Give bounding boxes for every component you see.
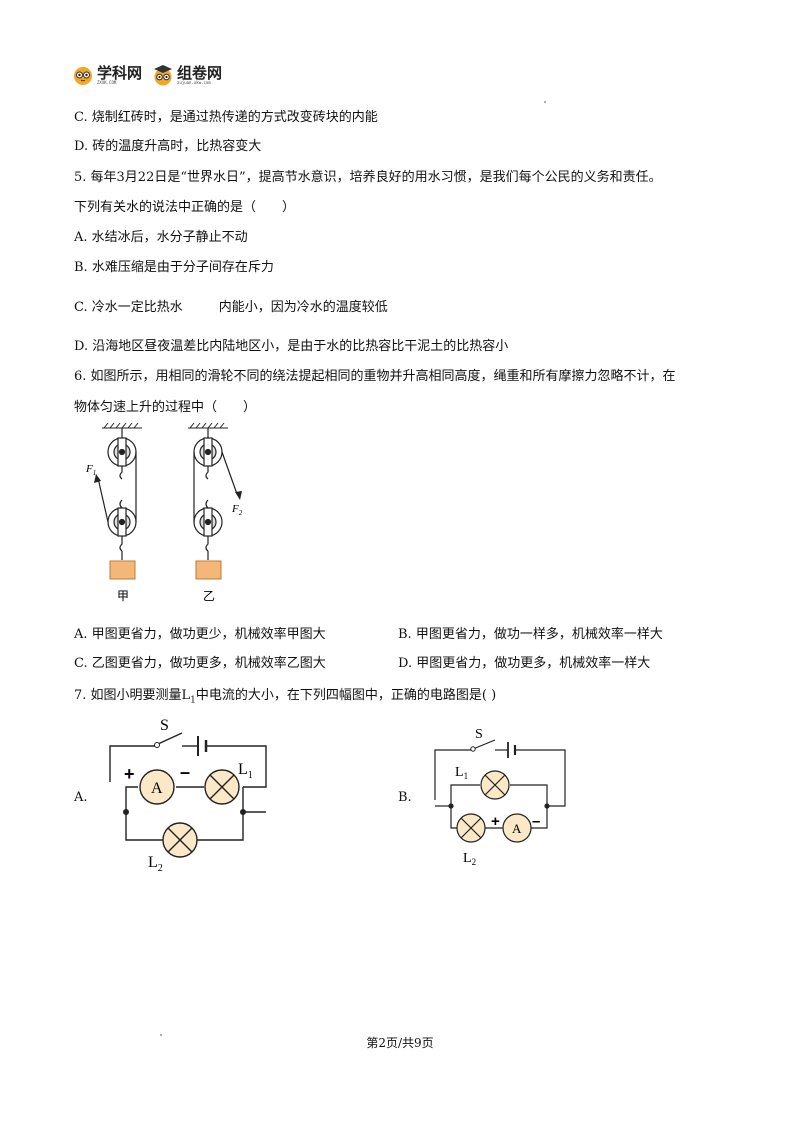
q4-option-c: C. 烧制红砖时，是通过热传递的方式改变砖块的内能 <box>74 110 378 125</box>
l1-label: L1 <box>238 761 253 781</box>
ceiling-yi <box>188 422 228 429</box>
q6-stem-line2: 物体匀速上升的过程中（ ） <box>74 400 257 415</box>
logo-xuekewang: 学科网 ZXXK.COM <box>72 64 142 86</box>
junction-dot <box>448 803 454 809</box>
q6-option-c: C. 乙图更省力，做功更多，机械效率乙图大 <box>74 656 326 671</box>
bulb-l1 <box>204 769 240 805</box>
bulb-l2 <box>456 813 486 843</box>
logo-zujuanwang: 组卷网 zujuan.xkw.com <box>152 64 222 86</box>
f1-label: F1 <box>85 463 96 477</box>
q5-option-c-pre: C. 冷水一定比热水 <box>74 300 183 315</box>
q5-option-c-post: 内能小，因为冷水的温度较低 <box>218 300 388 315</box>
minus-sign: – <box>532 813 540 830</box>
q5-option-d: D. 沿海地区昼夜温差比内陆地区小，是由于水的比热容比干泥土的比热容小 <box>74 339 509 354</box>
weight-block-jia <box>109 560 136 580</box>
q5-option-c: C. 冷水一定比热水 内能小，因为冷水的温度较低 <box>74 300 388 316</box>
q5-stem-line1: 5. 每年3月22日是“世界水日”，提高节水意识，培养良好的用水习惯，是我们每个… <box>74 170 662 185</box>
q7-stem: 7. 如图小明要测量L1中电流的大小，在下列四幅图中，正确的电路图是( ) <box>74 688 496 709</box>
junction-dot <box>123 809 129 815</box>
q7-stem-post: 中电流的大小，在下列四幅图中，正确的电路图是( ) <box>195 688 497 703</box>
q7-stem-sub: 1 <box>190 695 196 706</box>
bulb-l2 <box>162 822 198 858</box>
speck <box>544 101 546 103</box>
circuit-b: A S + – L1 L2 <box>434 727 566 867</box>
ammeter: A <box>139 769 175 805</box>
l2-label: L2 <box>463 851 476 867</box>
f2-arrowhead <box>235 491 242 500</box>
junction-dot <box>544 803 550 809</box>
q6-option-b: B. 甲图更省力，做功一样多，机械效率一样大 <box>398 627 663 642</box>
switch-label: S <box>160 717 169 734</box>
q7-option-a-label: A. <box>74 790 88 805</box>
ammeter: A <box>502 813 532 843</box>
pulley-system-yi <box>193 428 238 560</box>
logo2-text: 组卷网 <box>177 63 223 82</box>
q5-option-b: B. 水难压缩是由于分子间存在斥力 <box>74 260 274 275</box>
svg-text:A: A <box>512 821 522 836</box>
plus-sign: + <box>491 813 500 830</box>
label-jia: 甲 <box>117 589 129 603</box>
header-logos: 学科网 ZXXK.COM 组卷网 zujuan.xkw.com <box>72 62 222 88</box>
q4-option-d: D. 砖的温度升高时，比热容变大 <box>74 139 262 154</box>
svg-text:A: A <box>151 780 163 797</box>
q7-stem-pre: 7. 如图小明要测量L <box>74 688 191 703</box>
pulley-figure: F1 甲 F2 乙 <box>85 422 243 603</box>
page-number: 第2页/共9页 <box>366 1036 434 1050</box>
owl-graduate-icon <box>154 65 173 86</box>
switch-label: S <box>475 727 483 742</box>
q6-option-a: A. 甲图更省力，做功更少，机械效率甲图大 <box>74 627 326 642</box>
l2-label: L2 <box>148 854 163 872</box>
owl-icon <box>74 67 92 85</box>
logo2-sub: zujuan.xkw.com <box>177 79 211 85</box>
q5-stem-line2: 下列有关水的说法中正确的是（ ） <box>74 200 296 215</box>
f1-arrowhead <box>94 474 101 483</box>
circuit-a: A S + – L1 L2 <box>109 717 267 872</box>
label-yi: 乙 <box>203 589 215 603</box>
weight-block-yi <box>195 560 222 580</box>
junction-dot <box>240 809 246 815</box>
logo1-sub: ZXXK.COM <box>97 79 117 85</box>
minus-sign: – <box>180 762 190 782</box>
q6-stem-line1: 6. 如图所示，用相同的滑轮不同的绕法提起相同的重物并升高相同高度，绳重和所有摩… <box>74 369 676 384</box>
q7-option-b-label: B. <box>398 790 412 805</box>
bulb-l1 <box>480 770 510 800</box>
q6-option-d: D. 甲图更省力，做功更多，机械效率一样大 <box>398 656 651 671</box>
pulley-system-jia <box>97 428 137 560</box>
speck <box>160 1034 162 1036</box>
l1-label: L1 <box>455 765 468 781</box>
q5-option-a: A. 水结冰后，水分子静止不动 <box>74 230 248 245</box>
logo1-text: 学科网 <box>97 63 143 82</box>
ceiling-jia <box>102 422 142 429</box>
f2-label: F2 <box>231 503 243 517</box>
plus-sign: + <box>124 764 135 784</box>
